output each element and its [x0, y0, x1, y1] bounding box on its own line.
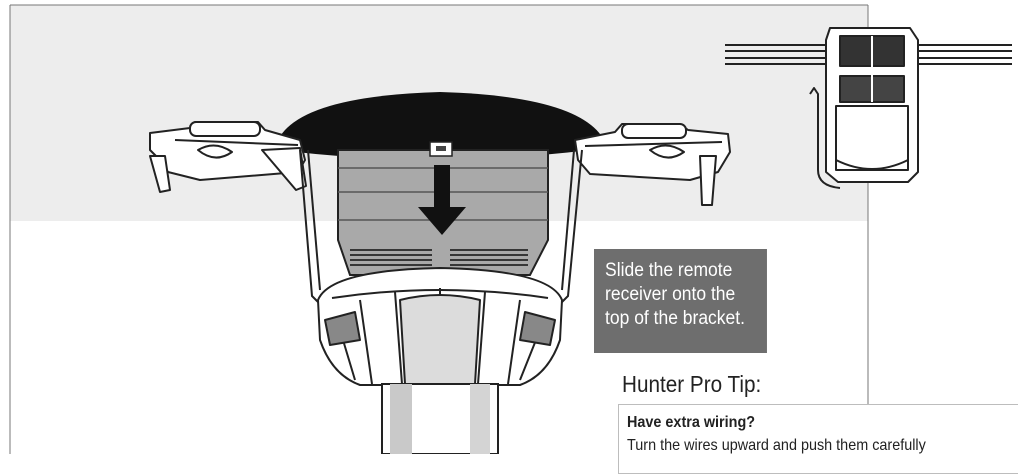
bracket-left-arm	[149, 121, 307, 193]
callout-line-1: Slide the remote	[605, 260, 733, 281]
callout-line-3: top of the bracket.	[605, 308, 745, 329]
receiver-vents	[350, 249, 528, 266]
fan-collar	[317, 267, 563, 386]
installation-diagram	[9, 4, 1012, 454]
canopy-disc	[278, 92, 604, 160]
instruction-callout: Slide the remote receiver onto the top o…	[594, 249, 767, 353]
arrow-down-icon	[418, 165, 466, 235]
bracket-right-arm	[574, 123, 731, 206]
downrod	[381, 383, 499, 454]
pro-tip-box: Have extra wiring? Turn the wires upward…	[618, 404, 1018, 474]
receiver-inset	[725, 27, 1012, 189]
callout-line-2: receiver onto the	[605, 284, 736, 305]
pro-tip-body: Turn the wires upward and push them care…	[627, 437, 926, 454]
pro-tip-heading: Have extra wiring?	[627, 414, 756, 431]
pro-tip-title: Hunter Pro Tip:	[622, 371, 762, 397]
